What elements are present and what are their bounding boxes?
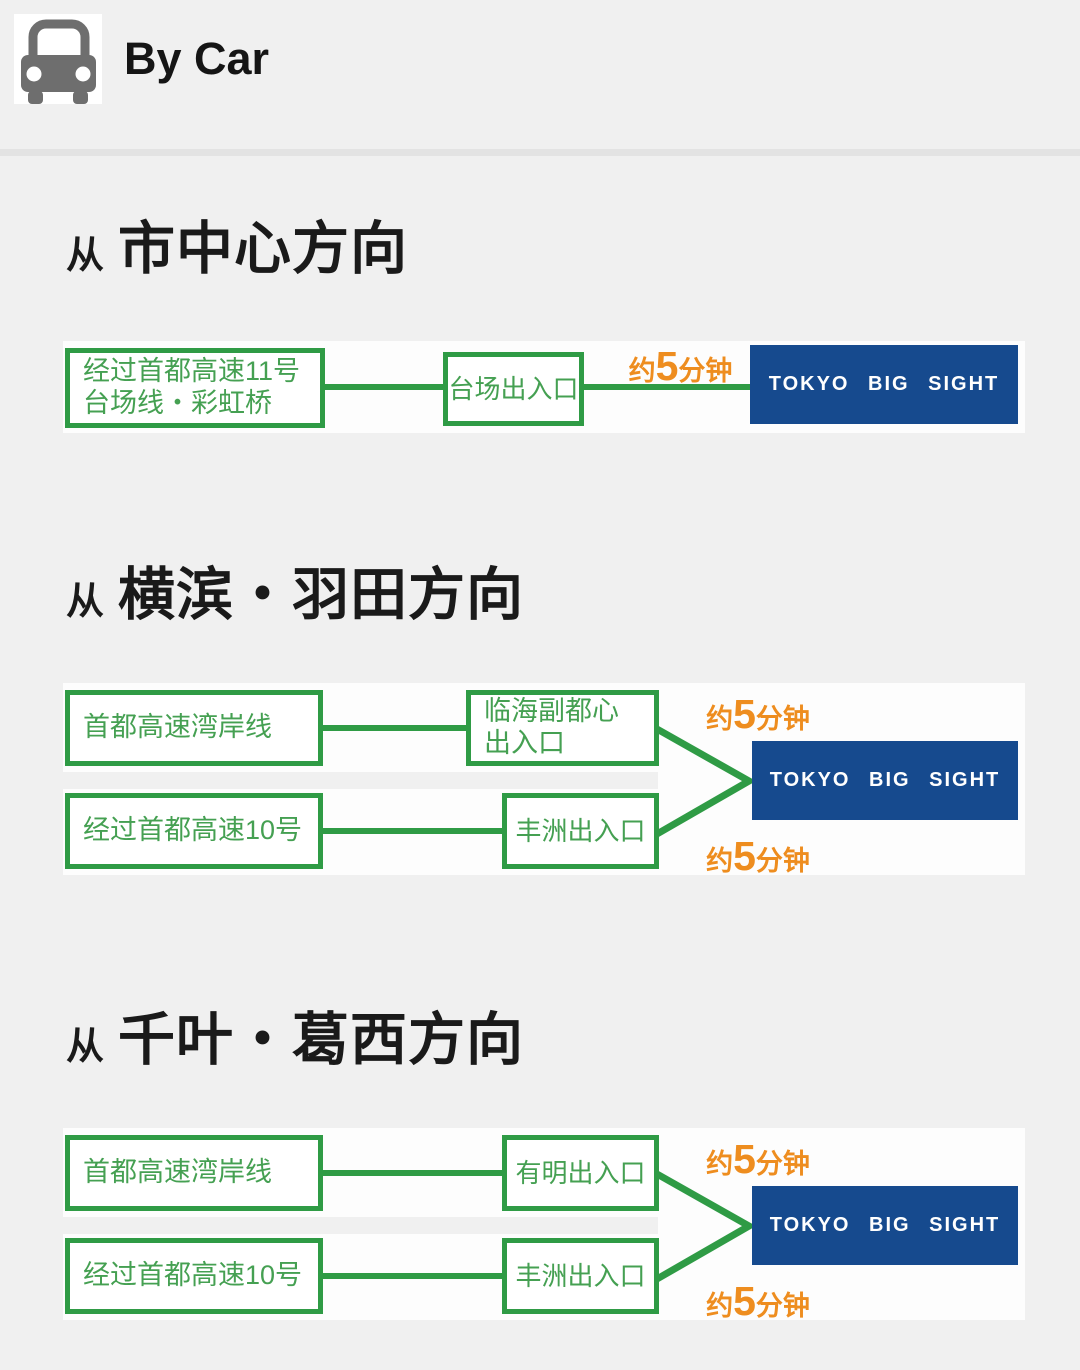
destination-text: TOKYO BIG SIGHT: [768, 373, 1000, 395]
connector-line: [321, 384, 445, 390]
duration-prefix: 约: [706, 846, 734, 876]
connector-line: [321, 1273, 504, 1279]
exit-box: 有明出入口: [502, 1135, 659, 1211]
heading-title: 千叶・葛西方向: [118, 1008, 525, 1072]
duration-number: 5: [733, 1278, 756, 1324]
page-title: By Car: [124, 33, 270, 84]
route-box: 首都高速湾岸线: [65, 690, 323, 766]
exit-text: 丰洲出入口: [515, 1260, 646, 1291]
diagram-yokohama-haneda: 首都高速湾岸线 临海副都心 出入口 经过首都高速10号 丰洲出入口 约5分钟 T…: [63, 683, 1025, 879]
route-box: 经过首都高速10号: [65, 1238, 323, 1314]
destination-text: TOKYO BIG SIGHT: [769, 769, 1001, 791]
merge-arrow-icon: [655, 1170, 757, 1283]
section-heading-yokohama-haneda: 从 横滨・羽田方向: [66, 549, 524, 631]
destination-box: TOKYO BIG SIGHT: [752, 1186, 1018, 1265]
duration-label: 约5分钟: [608, 343, 753, 390]
exit-box: 临海副都心 出入口: [466, 690, 659, 766]
exit-box: 丰洲出入口: [502, 793, 659, 869]
duration-suffix: 分钟: [755, 1149, 810, 1179]
heading-prefix: 从: [66, 235, 105, 277]
connector-line: [582, 384, 752, 390]
exit-text: 丰洲出入口: [515, 815, 646, 846]
section-heading-chiba-kasai: 从 千叶・葛西方向: [66, 994, 524, 1076]
destination-box: TOKYO BIG SIGHT: [750, 345, 1018, 424]
exit-text: 台场出入口: [448, 373, 579, 404]
duration-prefix: 约: [706, 1149, 734, 1179]
exit-text-line1: 临海副都心: [484, 696, 619, 727]
exit-text-line2: 出入口: [484, 728, 565, 758]
diagram-chiba-kasai: 首都高速湾岸线 有明出入口 经过首都高速10号 丰洲出入口 约5分钟 TOKYO…: [63, 1128, 1025, 1324]
duration-label: 约5分钟: [683, 691, 833, 738]
duration-label: 约5分钟: [683, 833, 833, 880]
duration-suffix: 分钟: [678, 356, 733, 386]
connector-line: [321, 828, 504, 834]
duration-suffix: 分钟: [755, 1291, 810, 1321]
heading-prefix: 从: [66, 1026, 105, 1068]
route-text-line2: 台场线・彩虹桥: [83, 388, 272, 418]
section-heading-city-center: 从 市中心方向: [66, 203, 408, 285]
route-text-line1: 经过首都高速11号: [83, 356, 301, 387]
duration-prefix: 约: [706, 704, 734, 734]
heading-title: 横滨・羽田方向: [118, 563, 525, 627]
connector-line: [321, 1170, 504, 1176]
route-text: 经过首都高速10号: [83, 815, 303, 846]
route-box: 首都高速湾岸线: [65, 1135, 323, 1211]
exit-box: 丰洲出入口: [502, 1238, 659, 1314]
heading-title: 市中心方向: [118, 217, 409, 281]
destination-text: TOKYO BIG SIGHT: [769, 1214, 1001, 1236]
diagram-city-center: 经过首都高速11号 台场线・彩虹桥 台场出入口 约5分钟 TOKYO BIG S…: [63, 341, 1025, 433]
duration-suffix: 分钟: [755, 846, 810, 876]
duration-number: 5: [655, 343, 679, 389]
duration-number: 5: [733, 691, 756, 737]
route-text: 首都高速湾岸线: [83, 1157, 272, 1188]
duration-prefix: 约: [706, 1291, 734, 1321]
route-box: 经过首都高速11号 台场线・彩虹桥: [65, 348, 325, 428]
route-box: 经过首都高速10号: [65, 793, 323, 869]
duration-prefix: 约: [628, 356, 656, 386]
duration-label: 约5分钟: [683, 1278, 833, 1325]
connector-line: [321, 725, 468, 731]
route-text: 首都高速湾岸线: [83, 712, 272, 743]
car-icon-glyph: [21, 19, 96, 104]
route-text: 经过首都高速10号: [83, 1260, 303, 1291]
duration-label: 约5分钟: [683, 1136, 833, 1183]
duration-number: 5: [733, 833, 756, 879]
exit-box: 台场出入口: [443, 352, 584, 426]
heading-prefix: 从: [66, 581, 105, 623]
car-icon: [14, 14, 102, 104]
duration-suffix: 分钟: [755, 704, 810, 734]
header-divider: [0, 149, 1080, 156]
destination-box: TOKYO BIG SIGHT: [752, 741, 1018, 820]
exit-text: 有明出入口: [515, 1157, 646, 1188]
duration-number: 5: [733, 1136, 756, 1182]
merge-arrow-icon: [655, 725, 757, 838]
